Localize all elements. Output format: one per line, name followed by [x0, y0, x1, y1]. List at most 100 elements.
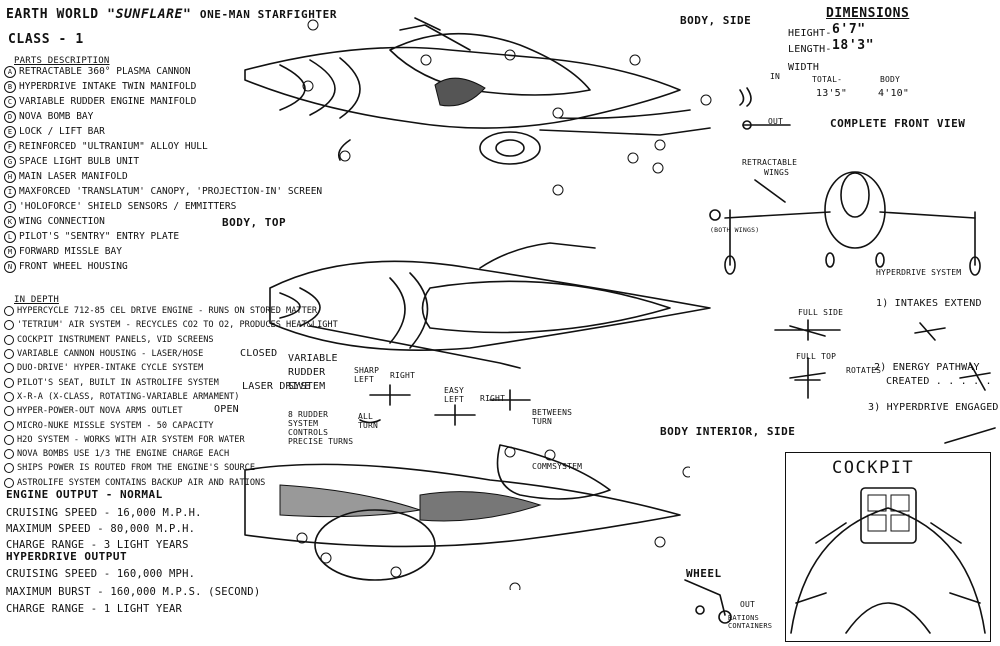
- bullet-circle-icon: [4, 420, 14, 431]
- hyperdrive-step-3: 3) HYPERDRIVE ENGAGED: [868, 402, 999, 413]
- part-description: MAIN LASER MANIFOLD: [19, 171, 128, 182]
- height-value: 6'7": [832, 22, 866, 37]
- part-description: RETRACTABLE 360° PLASMA CANNON: [19, 66, 191, 77]
- engine-row: MAXIMUM SPEED - 80,000 M.P.H.: [6, 523, 196, 535]
- hyperdrive-step-2b: CREATED . . . . .: [886, 376, 992, 387]
- in-depth-text: HYPERCYCLE 712-85 CEL DRIVE ENGINE - RUN…: [17, 306, 318, 317]
- hyperdrive-system-label: HYPERDRIVE SYSTEM: [876, 268, 962, 277]
- hyperdrive-step-1: 1) INTAKES EXTEND: [876, 298, 982, 309]
- rations-label: RATIONS CONTAINERS: [728, 614, 773, 630]
- body-side-label: BODY, SIDE: [680, 14, 752, 27]
- in-depth-text: X-R-A (X-CLASS, ROTATING-VARIABLE ARMAME…: [17, 391, 240, 402]
- hyperdrive-heading: HYPERDRIVE OUTPUT: [6, 550, 128, 563]
- front-view-drawing: [709, 171, 981, 276]
- in-depth-heading: IN DEPTH: [14, 295, 59, 305]
- part-description: 'HOLOFORCE' SHIELD SENSORS / EMMITTERS: [19, 201, 237, 212]
- in-depth-item: SHIPS POWER IS ROUTED FROM THE ENGINE'S …: [4, 461, 338, 475]
- bullet-circle-icon: [4, 449, 14, 460]
- out-label: OUT: [768, 117, 784, 126]
- full-side-label: FULL SIDE: [798, 308, 844, 317]
- parts-item: J'HOLOFORCE' SHIELD SENSORS / EMMITTERS: [4, 199, 322, 214]
- width-sketch: [739, 87, 791, 130]
- title-line-1: EARTH WORLD "SUNFLARE" ONE-MAN STARFIGHT…: [6, 7, 337, 22]
- rudder-title: VARIABLE RUDDER SYSTEM: [288, 353, 338, 392]
- cockpit-label: COCKPIT: [832, 458, 915, 478]
- part-letter-badge: B: [4, 80, 16, 93]
- part-description: WING CONNECTION: [19, 216, 105, 227]
- full-top-label: FULL TOP: [796, 352, 837, 361]
- part-letter-badge: C: [4, 95, 16, 108]
- body-interior-label: BODY INTERIOR, SIDE: [660, 425, 796, 438]
- hyperdrive-row: CHARGE RANGE - 1 LIGHT YEAR: [6, 603, 183, 615]
- body-top-label: BODY, TOP: [222, 216, 287, 229]
- length-label: LENGTH-: [788, 44, 832, 55]
- both-wings-label: (BOTH WINGS): [710, 226, 760, 234]
- in-depth-text: PILOT'S SEAT, BUILT IN ASTROLIFE SYSTEM: [17, 377, 219, 388]
- part-description: FORWARD MISSLE BAY: [19, 246, 122, 257]
- in-depth-item: ASTROLIFE SYSTEM CONTAINS BACKUP AIR AND…: [4, 476, 338, 490]
- ship-name: "SUNFLARE": [107, 7, 192, 22]
- in-depth-text: VARIABLE CANNON HOUSING - LASER/HOSE: [17, 349, 204, 360]
- in-depth-text: DUO-DRIVE' HYPER-INTAKE CYCLE SYSTEM: [17, 363, 204, 374]
- in-label: IN: [770, 72, 781, 81]
- sharp-left-label: SHARP LEFT: [354, 366, 380, 384]
- bullet-circle-icon: [4, 406, 14, 417]
- hyperdrive-row: MAXIMUM BURST - 160,000 M.P.S. (SECOND): [6, 586, 261, 598]
- engine-row: CRUISING SPEED - 16,000 M.P.H.: [6, 507, 202, 519]
- hyperdrive-row: CRUISING SPEED - 160,000 MPH.: [6, 568, 196, 580]
- part-letter-badge: A: [4, 65, 16, 78]
- bullet-circle-icon: [4, 377, 14, 388]
- part-letter-badge: J: [4, 200, 16, 213]
- in-depth-list: HYPERCYCLE 712-85 CEL DRIVE ENGINE - RUN…: [4, 304, 338, 490]
- engine-row: CHARGE RANGE - 3 LIGHT YEARS: [6, 539, 189, 551]
- part-letter-badge: L: [4, 230, 16, 243]
- parts-heading: PARTS DESCRIPTION: [14, 56, 110, 66]
- part-letter-badge: D: [4, 110, 16, 123]
- hyperdrive-step-2a: 2) ENERGY PATHWAY: [874, 362, 980, 373]
- in-depth-item: PILOT'S SEAT, BUILT IN ASTROLIFE SYSTEM: [4, 375, 338, 389]
- length-value: 18'3": [832, 38, 875, 53]
- part-description: REINFORCED "ULTRANIUM" ALLOY HULL: [19, 141, 208, 152]
- bullet-circle-icon: [4, 434, 14, 445]
- hyperdrive-sequence-sketch: [774, 319, 996, 444]
- title-prefix: EARTH WORLD: [6, 7, 99, 22]
- retractable-label: RETRACTABLE: [742, 158, 798, 167]
- body-side-drawing: [244, 17, 712, 196]
- part-letter-badge: H: [4, 170, 16, 183]
- in-depth-text: ASTROLIFE SYSTEM CONTAINS BACKUP AIR AND…: [17, 477, 266, 488]
- cockpit-panel: [785, 452, 991, 642]
- total-label: TOTAL-: [812, 75, 843, 84]
- body-width-label: BODY: [880, 75, 901, 84]
- easy-left-label: EASY LEFT: [444, 386, 465, 404]
- body-interior-drawing: [244, 444, 690, 590]
- in-depth-item: HYPERCYCLE 712-85 CEL DRIVE ENGINE - RUN…: [4, 304, 338, 318]
- in-depth-item: H2O SYSTEM - WORKS WITH AIR SYSTEM FOR W…: [4, 433, 338, 447]
- part-description: SPACE LIGHT BULB UNIT: [19, 156, 140, 167]
- right-label-2: RIGHT: [480, 394, 506, 403]
- part-description: PILOT'S "SENTRY" ENTRY PLATE: [19, 231, 180, 242]
- between-turn-label: BETWEENS TURN: [532, 408, 573, 426]
- part-letter-badge: N: [4, 260, 16, 273]
- bullet-circle-icon: [4, 306, 14, 317]
- part-letter-badge: E: [4, 125, 16, 138]
- in-depth-item: 'TETRIUM' AIR SYSTEM - RECYCLES CO2 TO O…: [4, 318, 338, 332]
- part-letter-badge: G: [4, 155, 16, 168]
- bullet-circle-icon: [4, 363, 14, 374]
- in-depth-text: H2O SYSTEM - WORKS WITH AIR SYSTEM FOR W…: [17, 434, 245, 445]
- in-depth-text: HYPER-POWER-OUT NOVA ARMS OUTLET: [17, 406, 183, 417]
- body-width-value: 4'10": [878, 88, 910, 99]
- bullet-circle-icon: [4, 463, 14, 474]
- bullet-circle-icon: [4, 334, 14, 345]
- in-depth-item: MICRO-NUKE MISSLE SYSTEM - 50 CAPACITY: [4, 418, 338, 432]
- rotates-label: ROTATES: [846, 366, 882, 375]
- bullet-circle-icon: [4, 349, 14, 360]
- wheel-label: WHEEL: [686, 567, 722, 580]
